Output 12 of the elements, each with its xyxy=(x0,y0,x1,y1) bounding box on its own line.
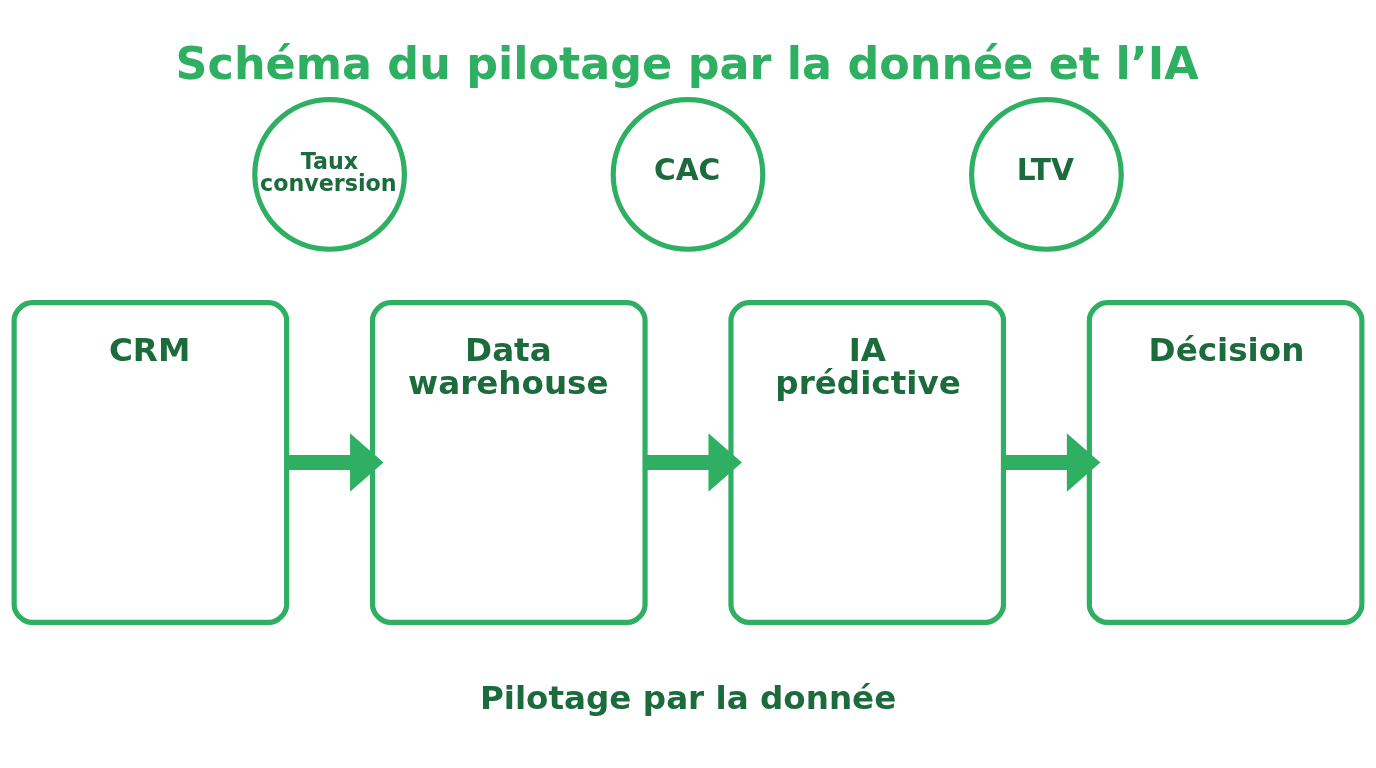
arrow xyxy=(286,433,384,492)
label: Pilotage par la donnée xyxy=(479,679,897,718)
node-box: Décision xyxy=(1086,299,1365,626)
arrow xyxy=(1003,433,1101,492)
diagram-title: Schéma du pilotage par la donnée et l’IA xyxy=(175,37,1199,89)
arrow xyxy=(645,433,742,492)
node-circle: LTV xyxy=(969,97,1124,252)
node-box: Data warehouse xyxy=(369,299,648,626)
node-box: CRM xyxy=(11,299,290,626)
node-circle: CAC xyxy=(610,97,766,252)
node-circle: Taux conversion xyxy=(252,97,407,252)
node-box: IA prédictive xyxy=(728,299,1007,626)
